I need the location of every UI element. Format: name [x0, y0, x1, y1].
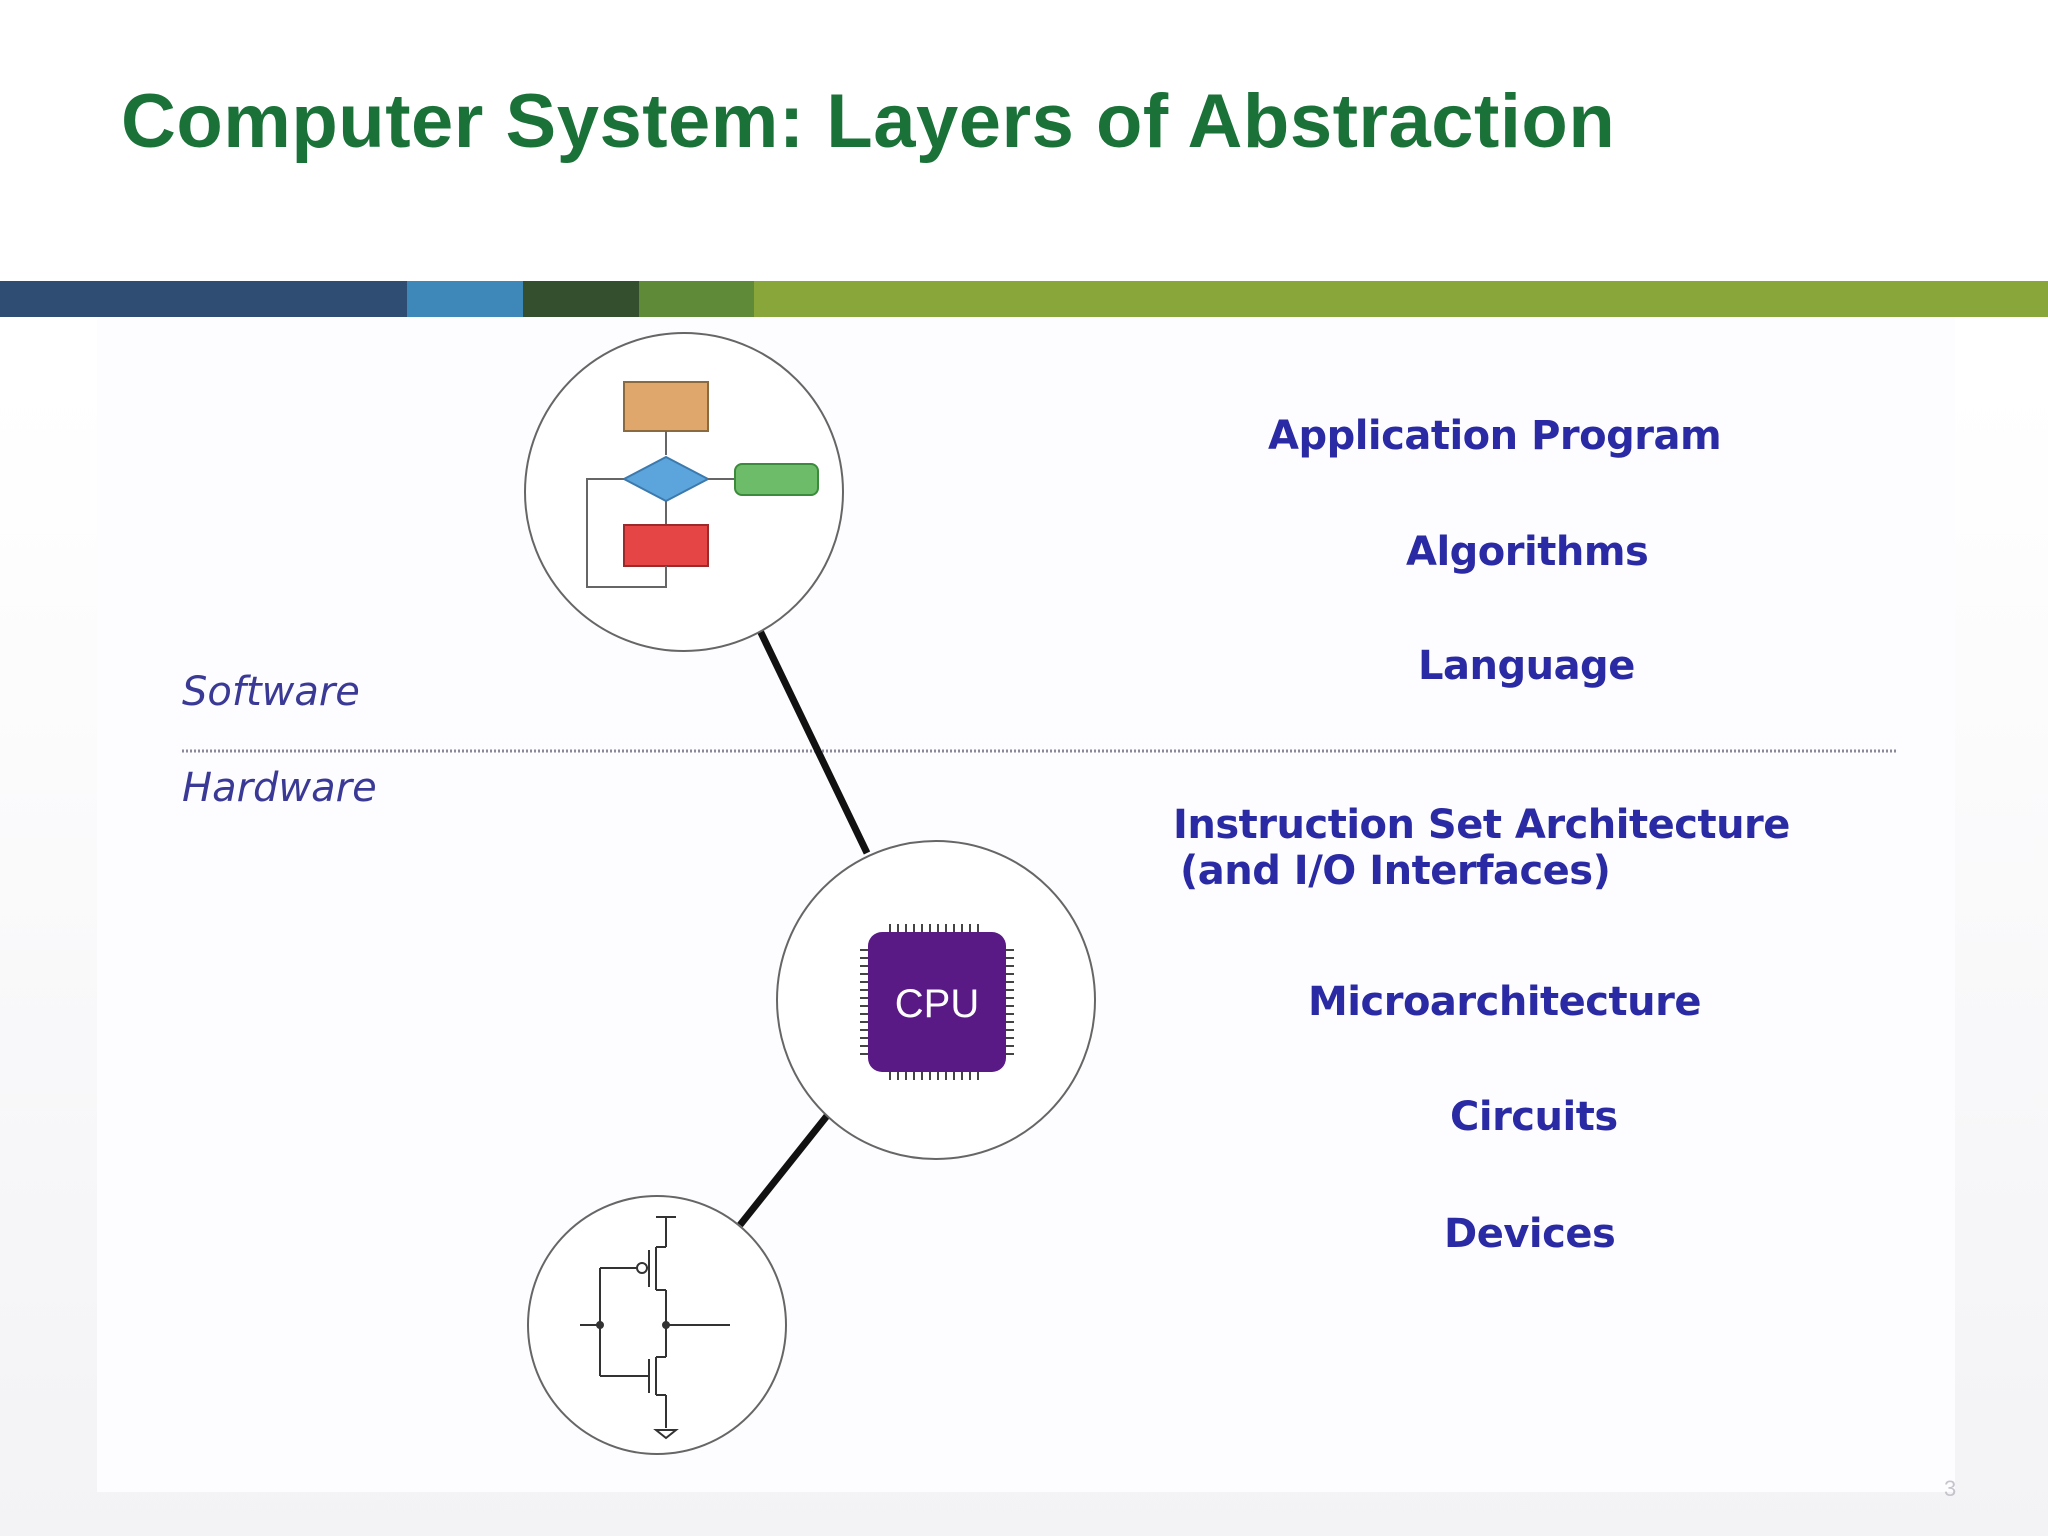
layer-algorithms: Algorithms [1406, 529, 1649, 575]
flowchart-icon [524, 332, 844, 652]
page-number: 3 [1944, 1476, 1957, 1501]
layer-application-program: Application Program [1268, 413, 1722, 459]
transistor-circuit-icon [527, 1195, 787, 1455]
cpu-chip-label: CPU [895, 982, 979, 1026]
layer-devices: Devices [1444, 1211, 1616, 1257]
color-bar-segment [523, 281, 639, 317]
layer-language: Language [1418, 643, 1635, 689]
layer-instruction-set-architecture: Instruction Set Architecture [1173, 802, 1790, 848]
layer-circuits: Circuits [1450, 1094, 1618, 1140]
layer-io-interfaces: (and I/O Interfaces) [1180, 848, 1611, 894]
color-bar-segment [407, 281, 523, 317]
color-bar-segment [0, 281, 407, 317]
cpu-chip-icon: CPU [776, 840, 1096, 1160]
color-bar-segment [754, 281, 2048, 317]
color-bar-segment [639, 281, 754, 317]
slide-title: Computer System: Layers of Abstraction [121, 79, 1616, 164]
layer-microarchitecture: Microarchitecture [1308, 979, 1701, 1025]
software-label: Software [182, 669, 360, 715]
hardware-label: Hardware [182, 765, 377, 811]
